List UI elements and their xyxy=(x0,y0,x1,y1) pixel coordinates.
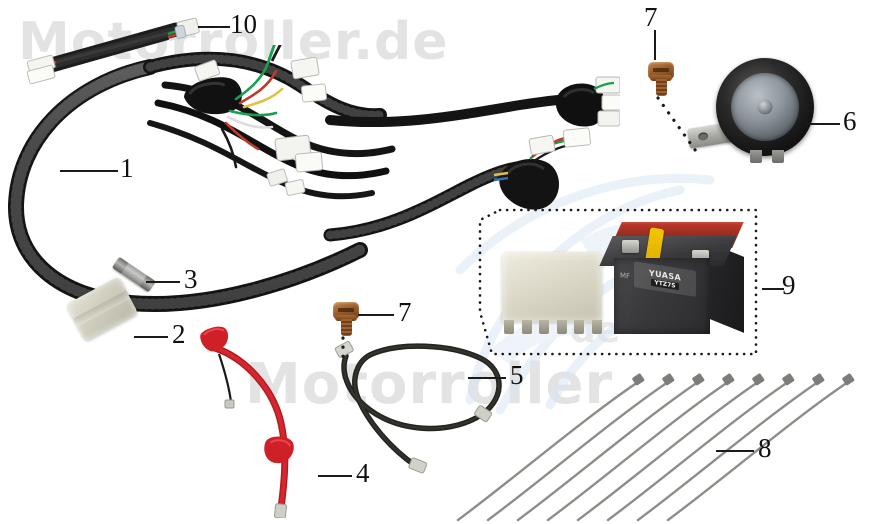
leader-line-3 xyxy=(146,281,180,283)
part-harness-pigtail xyxy=(26,14,226,85)
leader-line-8 xyxy=(716,450,754,452)
spacer-foot xyxy=(591,320,602,334)
horn-body xyxy=(716,58,814,156)
leader-line-2 xyxy=(134,336,168,338)
leader-line-4 xyxy=(318,475,352,477)
battery-spacer-body xyxy=(502,252,602,322)
callout-7-horn: 7 xyxy=(644,2,658,32)
callout-6: 6 xyxy=(843,106,857,136)
battery-terminal-negative xyxy=(622,240,639,253)
part-battery: MF YUASA YTZ7S xyxy=(599,222,748,342)
part-screw-ground-cable xyxy=(333,302,359,336)
battery-vent-marking: MF xyxy=(619,271,631,281)
callout-4: 4 xyxy=(356,458,370,488)
spacer-foot xyxy=(539,320,550,334)
screw-flange xyxy=(650,75,672,81)
spacer-foot xyxy=(556,320,567,334)
leader-line-9 xyxy=(762,288,784,290)
screw-head xyxy=(648,62,674,79)
callout-9: 9 xyxy=(782,270,796,300)
spacer-foot xyxy=(504,320,514,334)
leader-line-10 xyxy=(198,26,230,28)
battery-spacer-feet xyxy=(504,320,602,334)
part-ground-cable-black xyxy=(330,338,520,478)
part-battery-spacer xyxy=(502,252,606,338)
screw-slot xyxy=(653,68,669,72)
callout-3: 3 xyxy=(184,264,198,294)
leader-line-7-ground xyxy=(358,314,394,316)
leader-line-7-horn xyxy=(654,30,656,60)
screw-slot xyxy=(338,308,354,312)
horn-terminals xyxy=(750,150,784,163)
screw-thread xyxy=(656,79,667,96)
horn-diaphragm xyxy=(731,73,799,141)
callout-1: 1 xyxy=(120,153,134,183)
part-horn xyxy=(686,58,818,168)
battery-front-face xyxy=(614,258,710,334)
horn-terminal xyxy=(750,150,762,163)
horn-terminal xyxy=(772,150,784,163)
leader-line-5 xyxy=(468,377,506,379)
screw-head xyxy=(333,302,359,319)
callout-5: 5 xyxy=(510,360,524,390)
part-screw-horn-mount xyxy=(648,62,674,96)
assembly-path-horn-screw xyxy=(656,96,700,156)
spacer-foot xyxy=(574,320,585,334)
spacer-foot xyxy=(521,320,532,334)
assembly-path-ground-screw xyxy=(341,336,345,360)
screw-flange xyxy=(335,315,357,321)
callout-2: 2 xyxy=(172,319,186,349)
screw-thread xyxy=(341,319,352,336)
callout-8: 8 xyxy=(758,433,772,463)
callout-7-ground: 7 xyxy=(398,297,412,327)
callout-10: 10 xyxy=(230,9,257,39)
leader-line-6 xyxy=(806,123,840,125)
part-wiring-harness xyxy=(0,11,625,325)
battery-group-box xyxy=(478,208,758,356)
horn-center-bolt xyxy=(757,99,773,115)
leader-line-1 xyxy=(60,170,118,172)
fuse-holder-notch xyxy=(73,290,131,327)
part-battery-cable-red xyxy=(185,318,355,519)
